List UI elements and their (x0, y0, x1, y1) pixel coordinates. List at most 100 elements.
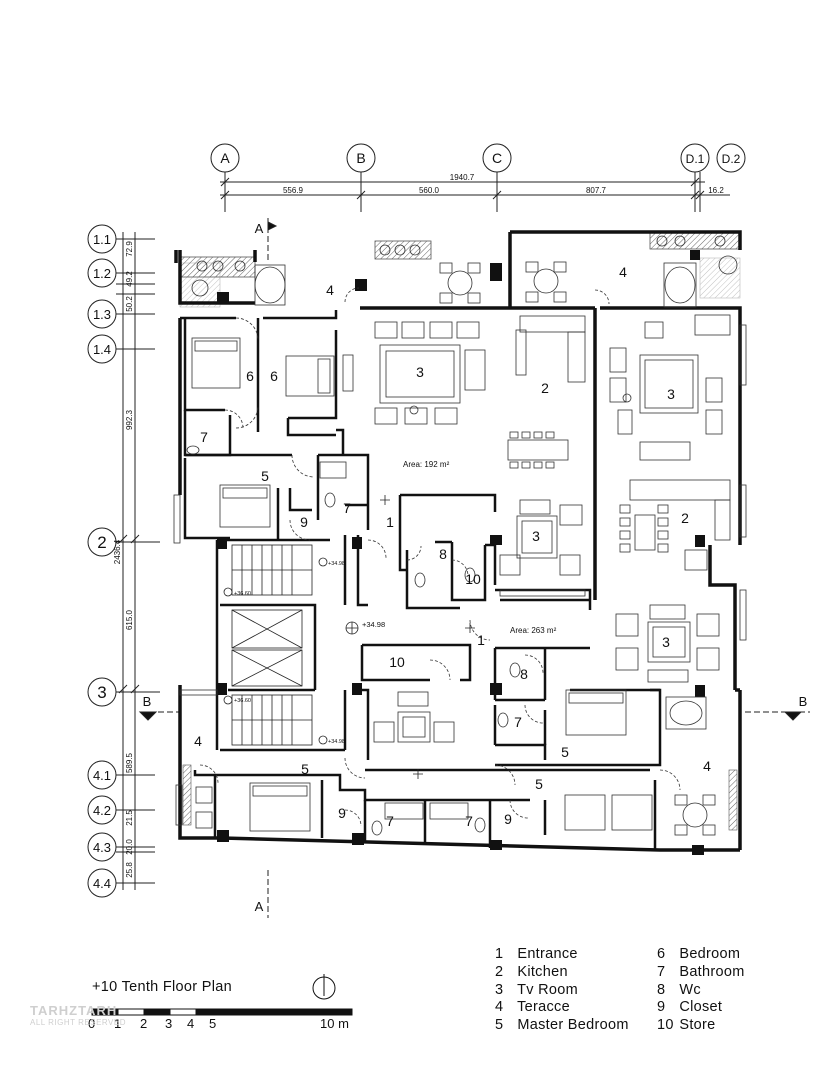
stair-upper (231, 544, 313, 596)
room-number: 7 (343, 500, 351, 516)
row-dim-1: 72.9 (125, 241, 134, 257)
grid-label-C: C (492, 150, 502, 166)
area-label-right: Area: 263 m² (510, 626, 557, 635)
plan-title: +10 Tenth Floor Plan (92, 979, 232, 995)
room-number: 6 (270, 368, 278, 384)
legend-item: 3 Tv Room (495, 981, 578, 998)
level-label-5: +34.98 (362, 620, 385, 629)
room-number: 7 (514, 714, 522, 730)
scale-label: 5 (209, 1016, 217, 1031)
room-number: 3 (662, 634, 670, 650)
room-number: 3 (416, 364, 424, 380)
room-number: 4 (326, 282, 334, 298)
grid-label-4-1: 4.1 (93, 768, 111, 783)
row-dim-10: 25.8 (125, 862, 134, 878)
scale-bar (91, 1008, 353, 1016)
scale-label: 10 m (320, 1016, 349, 1031)
scale-label: 0 (88, 1016, 96, 1031)
column-grid (210, 143, 746, 212)
room-number: 1 (386, 514, 394, 530)
section-markers (138, 218, 810, 918)
area-label-left: Area: 192 m² (403, 460, 450, 469)
row-dim-9: 20.0 (125, 839, 134, 855)
grid-label-D2: D.2 (722, 152, 741, 166)
room-number: 10 (389, 654, 405, 670)
room-number: 9 (504, 811, 512, 827)
row-dim-2: 49.2 (125, 271, 134, 287)
dim-seg-3: 807.7 (586, 186, 607, 195)
level-label-3: +36.60 (234, 698, 251, 704)
level-label-4: +34.98 (328, 739, 345, 745)
row-dim-3: 50.2 (125, 296, 134, 312)
legend-item: 5 Master Bedroom (495, 1017, 629, 1034)
dim-seg-2: 560.0 (419, 186, 440, 195)
grid-label-1-3: 1.3 (93, 307, 111, 322)
grid-bubble-D2 (716, 143, 746, 173)
furniture (186, 255, 738, 836)
room-number: 9 (338, 805, 346, 821)
room-number: 5 (535, 776, 543, 792)
grid-label-1-4: 1.4 (93, 342, 111, 357)
room-number: 2 (541, 380, 549, 396)
legend-right: 6 Bedroom 7 Bathroom 8 Wc 9 Closet 10 St… (657, 946, 745, 1035)
legend-item: 6 Bedroom (657, 946, 741, 962)
level-label-1: +34.98 (328, 561, 345, 567)
row-grid (87, 224, 160, 898)
room-number: 5 (261, 468, 269, 484)
plants (196, 235, 726, 415)
legend-item: 7 Bathroom (657, 963, 745, 980)
grid-label-D1: D.1 (686, 152, 705, 166)
legend-item: 4 Teracce (495, 999, 570, 1016)
legend-item: 2 Kitchen (495, 963, 568, 980)
scale-label: 2 (140, 1016, 148, 1031)
legend-left: 1 Entrance 2 Kitchen 3 Tv Room 4 Teracce… (495, 946, 629, 1035)
room-number: 4 (703, 758, 711, 774)
grid-label-4-3: 4.3 (93, 840, 111, 855)
stair-lower (231, 694, 313, 746)
legend-item: 1 Entrance (495, 946, 578, 962)
room-number: 4 (194, 733, 202, 749)
grid-label-4-2: 4.2 (93, 803, 111, 818)
grid-label-B: B (356, 150, 365, 166)
grid-label-1-1: 1.1 (93, 232, 111, 247)
room-number: 8 (520, 666, 528, 682)
room-number: 2 (681, 510, 689, 526)
elevator-shafts (231, 609, 303, 687)
dim-seg-1: 556.9 (283, 186, 304, 195)
room-number: 10 (465, 571, 481, 587)
level-label-2: +36.60 (234, 591, 251, 597)
legend-item: 9 Closet (657, 999, 723, 1016)
section-mark-left: B (143, 694, 152, 709)
structural-columns (217, 250, 705, 855)
section-mark-bottom: A (255, 899, 264, 914)
planters (179, 230, 741, 831)
grid-label-3: 3 (97, 683, 106, 702)
scale-label: 1 (114, 1016, 122, 1031)
room-number: 3 (532, 528, 540, 544)
scale-label: 3 (165, 1016, 173, 1031)
grid-label-4-4: 4.4 (93, 876, 111, 891)
windows (173, 324, 747, 826)
door-swings (199, 287, 681, 827)
room-number: 4 (619, 264, 627, 280)
legend-item: 8 Wc (657, 981, 701, 998)
grid-label-A: A (220, 150, 230, 166)
room-number: 7 (465, 813, 473, 829)
room-number: 5 (301, 761, 309, 777)
grid-label-1-2: 1.2 (93, 266, 111, 281)
watermark-logo: TARHZTARH ALL RIGHT RESERVED (30, 1003, 126, 1027)
row-dim-4: 992.3 (125, 409, 134, 430)
room-number: 9 (300, 514, 308, 530)
dim-seg-4: 16.2 (708, 186, 724, 195)
room-number: 1 (477, 632, 485, 648)
room-number: 3 (667, 386, 675, 402)
scale-label: 4 (187, 1016, 195, 1031)
dim-total: 1940.7 (450, 173, 475, 182)
row-dim-7: 589.5 (125, 752, 134, 773)
legend-item: 10 Store (657, 1017, 716, 1034)
room-number: 7 (200, 429, 208, 445)
level-markers (223, 495, 475, 779)
room-number: 8 (439, 546, 447, 562)
row-dim-8: 21.5 (125, 810, 134, 826)
